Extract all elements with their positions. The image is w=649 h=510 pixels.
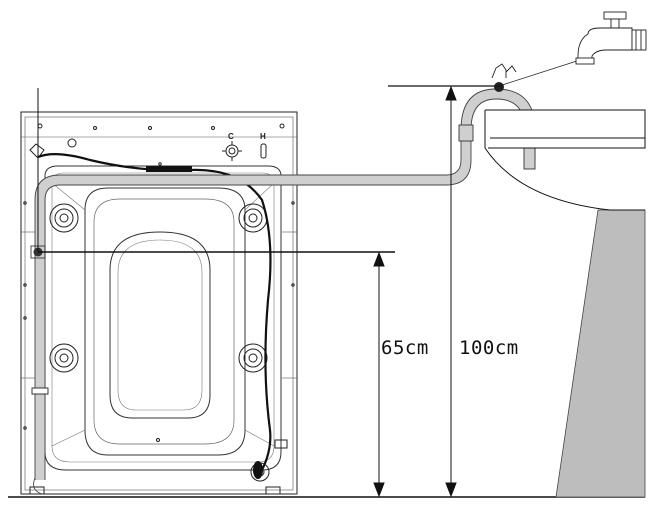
cold-inlet-marker: C bbox=[228, 132, 234, 141]
cord-clip bbox=[146, 166, 192, 172]
dimension-arrow-100 bbox=[445, 85, 457, 498]
wash-basin bbox=[484, 109, 646, 498]
transport-bolt bbox=[238, 203, 268, 233]
hose-clip bbox=[31, 387, 49, 395]
washing-machine-rear bbox=[20, 111, 298, 495]
hose-end-left bbox=[458, 124, 474, 142]
transport-bolt bbox=[49, 203, 79, 233]
transport-bolt bbox=[238, 343, 268, 373]
basin-pedestal bbox=[555, 209, 646, 498]
hose-hook-icon bbox=[491, 59, 581, 92]
water-tap-icon bbox=[575, 11, 647, 65]
drain-hose bbox=[35, 88, 535, 480]
transport-bolt bbox=[49, 343, 79, 373]
hot-inlet-marker: H bbox=[260, 132, 266, 141]
power-cord bbox=[37, 153, 272, 471]
height-label-65cm: 65cm bbox=[381, 337, 429, 359]
dimension-arrow-65 bbox=[373, 251, 385, 498]
height-label-100cm: 100cm bbox=[459, 337, 519, 359]
plug bbox=[253, 461, 263, 479]
